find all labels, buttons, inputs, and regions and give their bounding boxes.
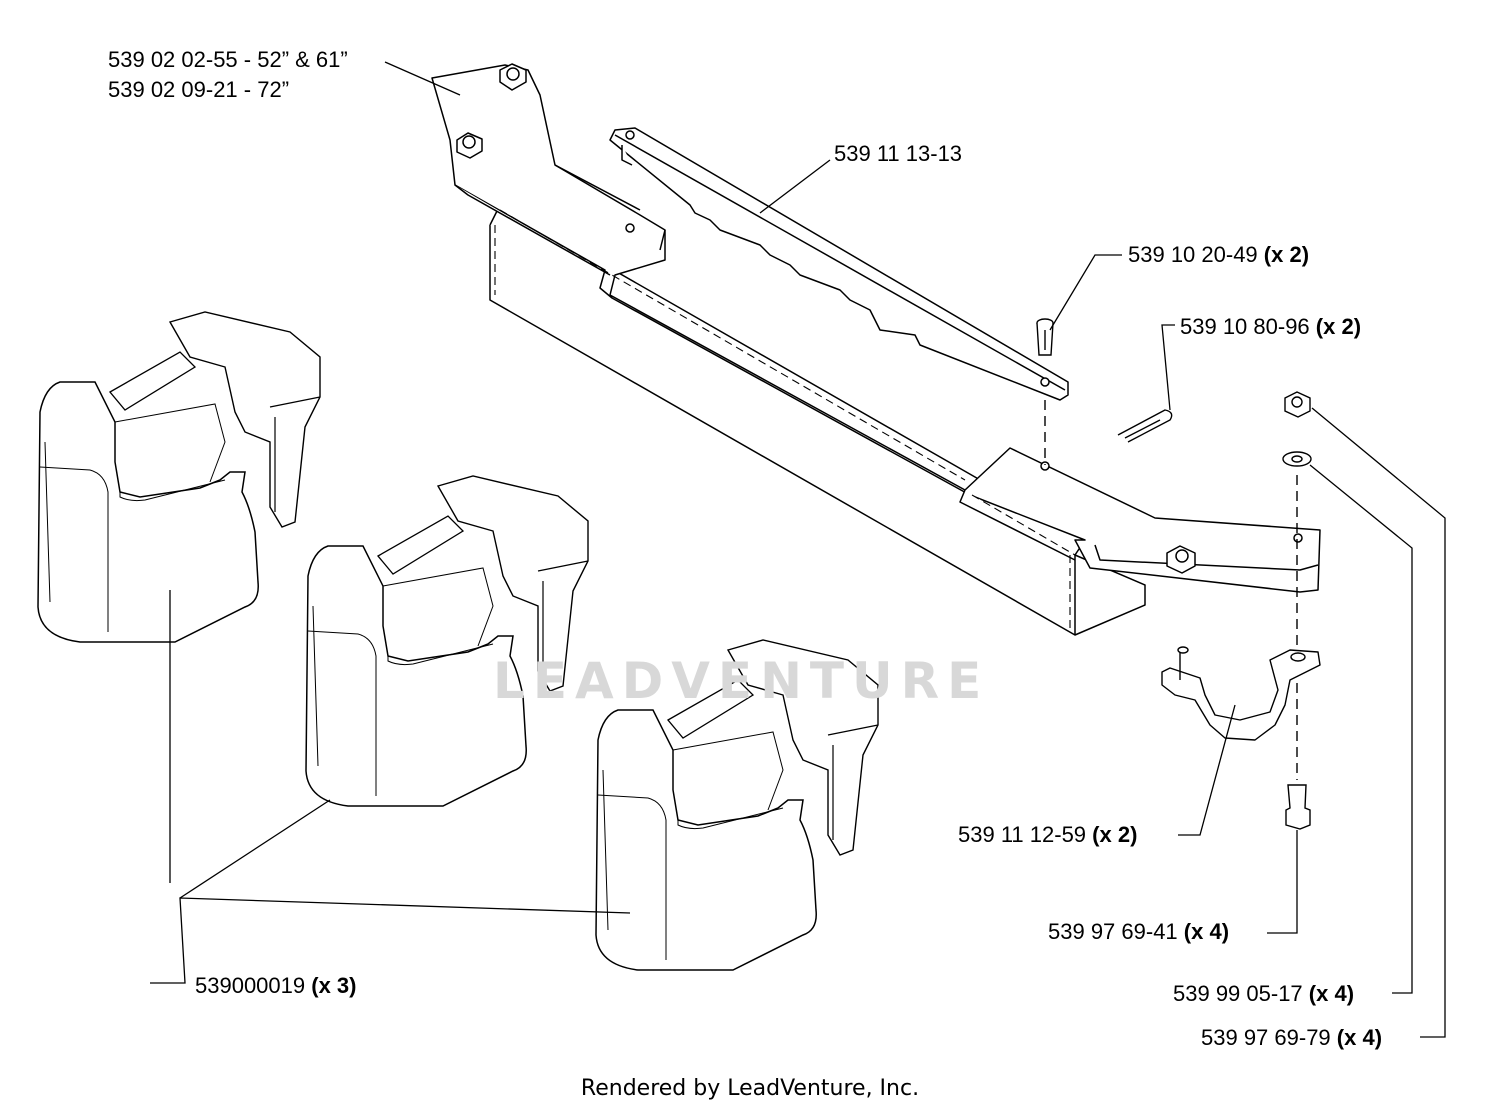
suitcase-weight-1 <box>37 311 321 643</box>
weight-bar <box>609 127 1069 401</box>
mounting-bracket-assembly <box>431 63 1321 636</box>
callout-suitcase-weight: 539000019 (x 3) <box>195 973 357 998</box>
callout-weight-holder: 539 11 12-59 (x 2) <box>958 822 1138 847</box>
callout-bolt: 539 97 69-41 (x 4) <box>1048 919 1230 944</box>
weight-holder <box>1161 646 1321 741</box>
callout-pin: 539 10 20-49 (x 2) <box>1128 242 1310 267</box>
callout-clip: 539 10 80-96 (x 2) <box>1180 314 1362 339</box>
footer-credit: Rendered by LeadVenture, Inc. <box>580 1076 920 1101</box>
callout-washer: 539 99 05-17 (x 4) <box>1173 981 1355 1006</box>
callout-weight-bar: 539 11 13-13 <box>834 141 963 166</box>
hairpin-clip <box>1117 409 1173 443</box>
hardware-stack <box>1044 391 1312 830</box>
suitcase-weight-2 <box>305 475 589 807</box>
callout-bracket-52-61: 539 02 02-55 - 52” & 61” <box>108 47 348 72</box>
callout-nut: 539 97 69-79 (x 4) <box>1201 1025 1383 1050</box>
pin <box>1036 318 1054 356</box>
watermark: LEADVENTURE <box>493 652 990 710</box>
callout-bracket-72: 539 02 09-21 - 72” <box>108 77 290 102</box>
leader-lines <box>150 61 1446 1038</box>
